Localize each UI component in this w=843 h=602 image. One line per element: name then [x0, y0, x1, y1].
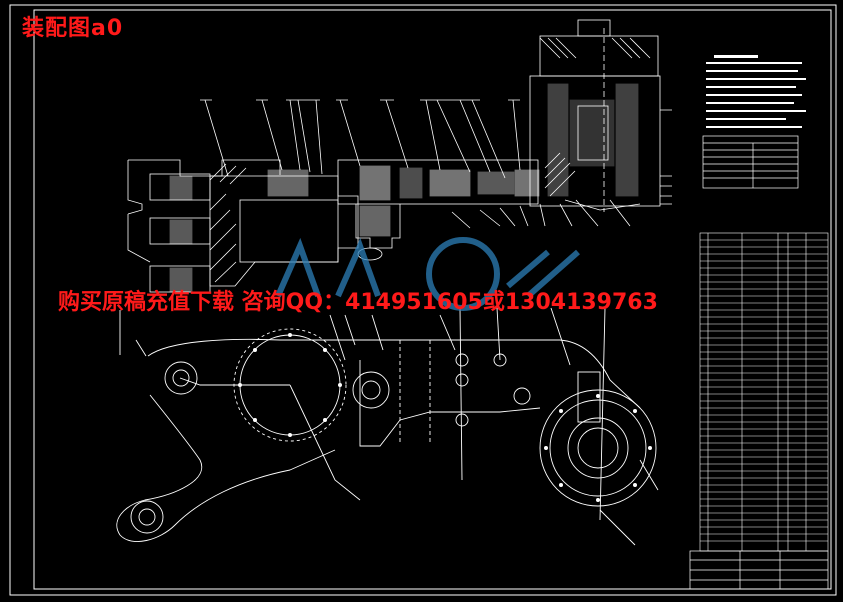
- technical-notes: [706, 55, 806, 128]
- logo-watermark: [275, 237, 580, 311]
- drawing-title: 装配图a0: [22, 16, 124, 41]
- parts-list: [699, 232, 829, 552]
- bolt-pattern: [238, 333, 652, 502]
- sheet-outer-border: [9, 4, 837, 596]
- title-block: [689, 550, 829, 590]
- section-view: [127, 99, 631, 293]
- drive-motor-view: [529, 19, 672, 212]
- boom-elevation-view: [116, 307, 659, 546]
- sheet-inner-border: [33, 9, 832, 590]
- contact-watermark: 购买原稿充值下载 咨询QQ：414951605或1304139763: [58, 290, 658, 315]
- spec-table: [702, 135, 799, 189]
